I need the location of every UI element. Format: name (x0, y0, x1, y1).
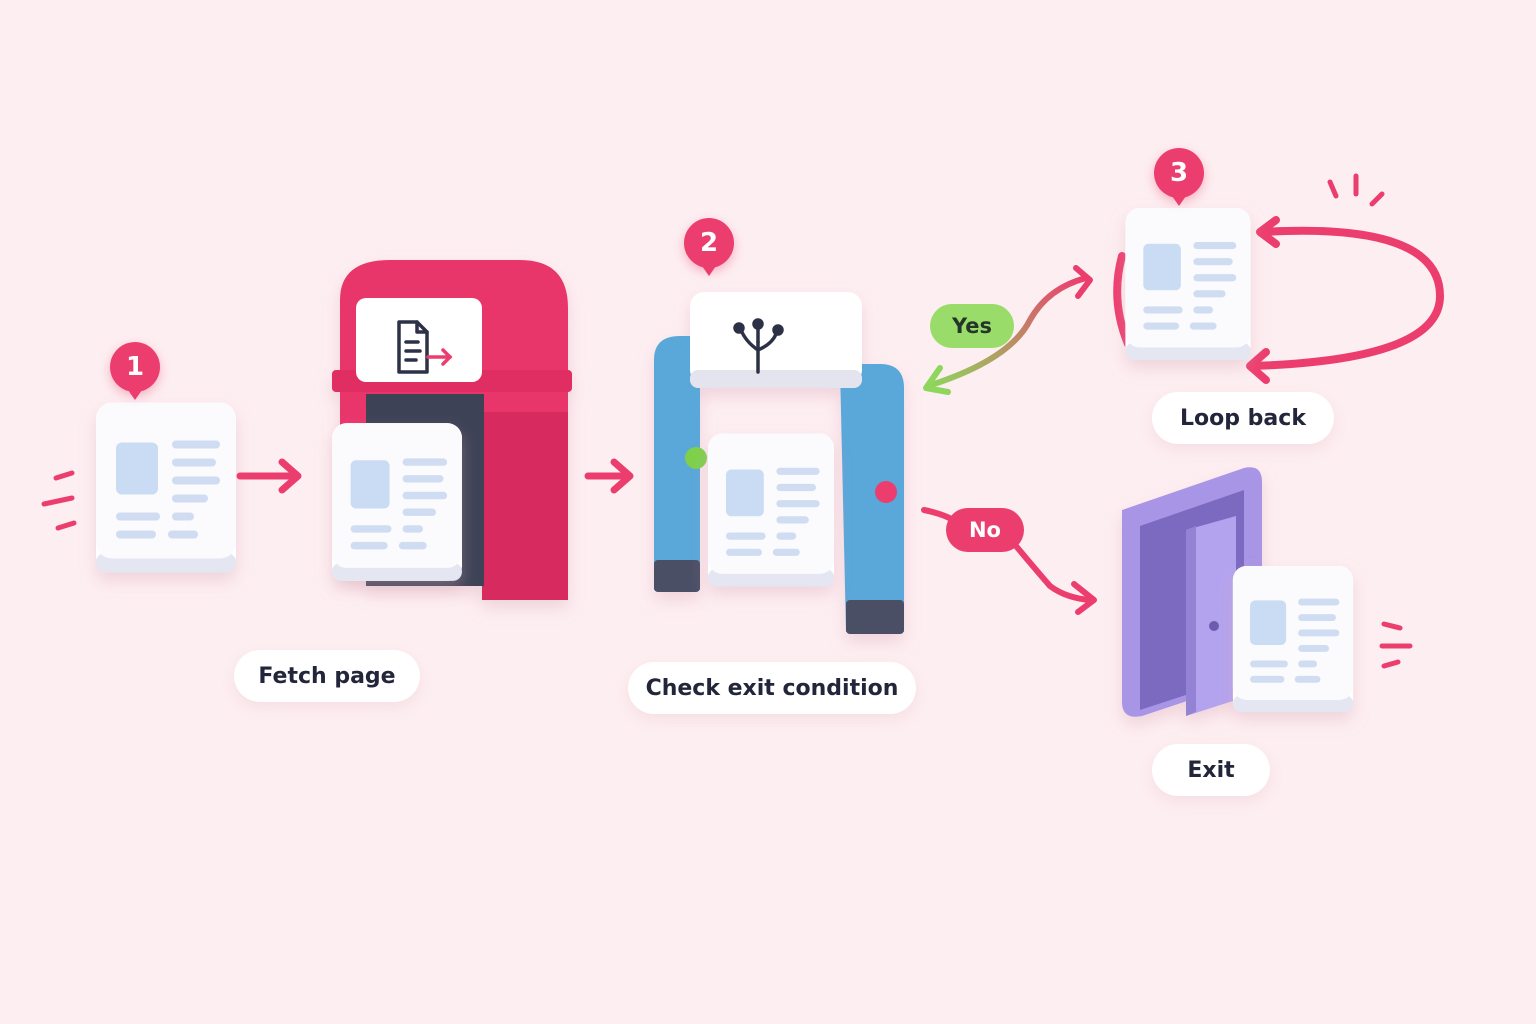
page-card-icon (1125, 208, 1251, 360)
step-3-badge: 3 (1154, 148, 1204, 206)
branch-fork-icon (733, 318, 784, 374)
yes-arrow (923, 265, 1093, 395)
exit-door (1122, 467, 1262, 717)
yes-label: Yes (930, 304, 1014, 348)
door-knob (1209, 621, 1219, 631)
motion-lines-right (1379, 621, 1413, 669)
document-arrow-icon (397, 320, 429, 374)
page-card-icon (1232, 566, 1354, 712)
step-1-badge: 1 (110, 342, 160, 400)
spark-lines (1327, 173, 1385, 207)
page-card-icon (96, 402, 236, 573)
step-2-badge: 2 (684, 218, 734, 276)
loop-arrow (1113, 216, 1444, 384)
arrow-right-icon (236, 458, 302, 494)
page-card-icon (708, 433, 834, 587)
motion-lines-left (41, 470, 77, 531)
fetch-page-label: Fetch page (234, 650, 420, 702)
green-indicator (685, 447, 707, 469)
loop-back-label: Loop back (1152, 392, 1334, 444)
red-indicator (875, 481, 897, 503)
check-exit-condition-label: Check exit condition (628, 662, 916, 714)
no-label: No (946, 508, 1024, 552)
sign-arrow-icon (426, 348, 453, 366)
condition-gate (654, 292, 904, 634)
arrow-right-icon (584, 458, 634, 494)
exit-label: Exit (1152, 744, 1270, 796)
page-card-icon (332, 423, 462, 581)
